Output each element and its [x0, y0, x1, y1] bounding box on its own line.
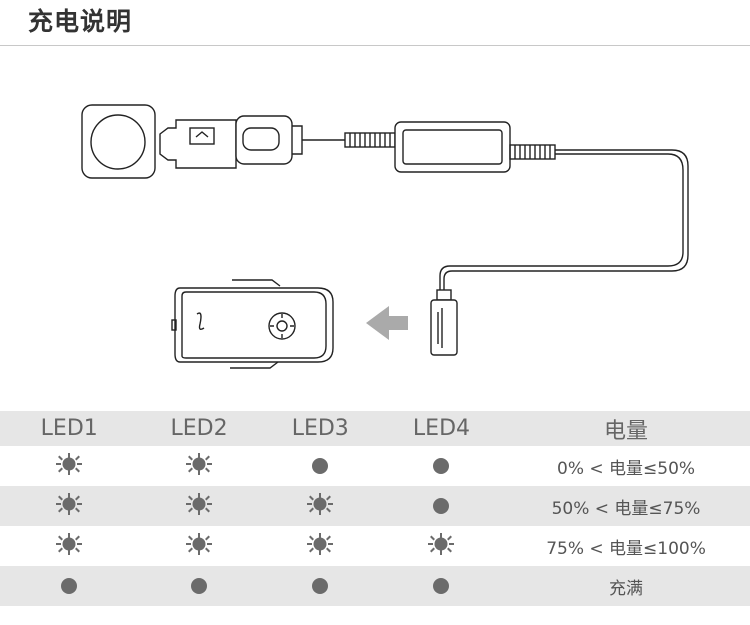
- car-socket-icon: [81, 104, 156, 179]
- capacity-cell: 50% < 电量≤75%: [551, 498, 701, 519]
- capacity-cell: 充满: [609, 578, 644, 599]
- led2-cell: [138, 526, 259, 566]
- led3-cell: [260, 526, 381, 566]
- solid-led-icon: [312, 458, 329, 474]
- solid-led-icon: [433, 498, 450, 514]
- led2-cell: [138, 566, 259, 606]
- led3-cell: [260, 566, 381, 606]
- blinking-led-icon: [428, 532, 455, 560]
- capacity-cell: 75% < 电量≤100%: [546, 538, 706, 559]
- title-divider: [0, 45, 750, 46]
- led2-cell: [138, 446, 259, 486]
- cable-strain-relief-icon: [509, 144, 556, 160]
- battery-connector-icon: [430, 289, 458, 356]
- led3-cell: [260, 486, 381, 526]
- blinking-led-icon: [186, 452, 213, 480]
- header-led4: LED4: [412, 416, 471, 441]
- header-capacity: 电量: [604, 418, 649, 444]
- blinking-led-icon: [307, 492, 334, 520]
- insert-arrow-icon: [366, 306, 408, 340]
- header-led3: LED3: [291, 416, 349, 441]
- control-box-icon: [394, 121, 511, 173]
- blinking-led-icon: [307, 532, 334, 560]
- table-row: 50% < 电量≤75%: [0, 486, 750, 526]
- table-header-row: LED1 LED2 LED3 LED4 电量: [0, 411, 750, 446]
- led1-cell: [0, 446, 138, 486]
- led1-cell: [0, 526, 138, 566]
- led4-cell: [381, 446, 502, 486]
- blinking-led-icon: [56, 452, 83, 480]
- car-charger-plug-icon: [159, 115, 303, 169]
- blinking-led-icon: [186, 492, 213, 520]
- led3-cell: [260, 446, 381, 486]
- led4-cell: [381, 566, 502, 606]
- battery-icon: [171, 279, 334, 369]
- page-title: 充电说明: [28, 7, 133, 36]
- solid-led-icon: [61, 578, 78, 594]
- header-led2: LED2: [170, 416, 228, 441]
- solid-led-icon: [433, 458, 450, 474]
- table-row: 0% < 电量≤50%: [0, 446, 750, 486]
- led4-cell: [381, 486, 502, 526]
- cable-strain-relief-icon: [344, 132, 396, 148]
- led1-cell: [0, 486, 138, 526]
- solid-led-icon: [191, 578, 208, 594]
- led1-cell: [0, 566, 138, 606]
- blinking-led-icon: [186, 532, 213, 560]
- table-row: 充满: [0, 566, 750, 606]
- solid-led-icon: [433, 578, 450, 594]
- led-status-table: LED1 LED2 LED3 LED4 电量 0% < 电量≤50% 50% < …: [0, 411, 750, 606]
- capacity-cell: 0% < 电量≤50%: [557, 458, 696, 479]
- led4-cell: [381, 526, 502, 566]
- led2-cell: [138, 486, 259, 526]
- header-led1: LED1: [40, 416, 98, 441]
- charging-illustration: [81, 104, 689, 369]
- blinking-led-icon: [56, 532, 83, 560]
- blinking-led-icon: [56, 492, 83, 520]
- table-row: 75% < 电量≤100%: [0, 526, 750, 566]
- solid-led-icon: [312, 578, 329, 594]
